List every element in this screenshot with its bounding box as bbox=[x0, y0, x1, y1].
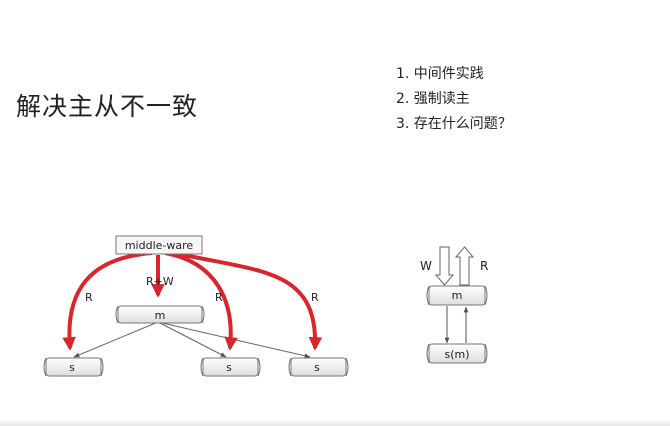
replication-line-2 bbox=[157, 321, 227, 358]
read-arrow-left bbox=[62, 251, 153, 351]
slide-title: 解决主从不一致 bbox=[16, 92, 199, 121]
middleware-label: middle-ware bbox=[125, 239, 194, 252]
footer-divider bbox=[0, 421, 670, 426]
read-arrow-right bbox=[174, 251, 323, 351]
middleware-box bbox=[115, 235, 203, 255]
read-write-label: R+W bbox=[146, 275, 174, 288]
right-slave-label: s(m) bbox=[444, 348, 469, 361]
read-label-right-diagram: R bbox=[480, 259, 488, 273]
replication-line-1 bbox=[73, 321, 159, 358]
right-slave-node: s(m) bbox=[426, 343, 488, 364]
slave-node-1: s bbox=[43, 357, 104, 377]
right-master-node: m bbox=[426, 285, 488, 306]
read-label-right: R bbox=[311, 291, 319, 304]
right-diagram: W R m s(m) bbox=[420, 246, 488, 364]
read-arrow-mid bbox=[164, 251, 238, 351]
right-master-label: m bbox=[452, 289, 463, 302]
read-label-left: R bbox=[85, 291, 93, 304]
read-label-mid: R bbox=[215, 291, 223, 304]
slave-label-1: s bbox=[69, 361, 75, 374]
slave-label-3: s bbox=[314, 361, 320, 374]
slave-label-2: s bbox=[226, 361, 232, 374]
read-arrow bbox=[454, 246, 475, 286]
replication-line-3 bbox=[157, 321, 311, 359]
solution-list: 1. 中间件实践 2. 强制读主 3. 存在什么问题？ bbox=[396, 62, 512, 137]
list-item-force-read-master: 2. 强制读主 bbox=[396, 91, 470, 107]
write-arrow bbox=[434, 246, 455, 286]
master-label: m bbox=[155, 309, 166, 322]
master-node: m bbox=[115, 305, 205, 324]
list-item-problems: 3. 存在什么问题？ bbox=[396, 116, 512, 132]
write-label: W bbox=[420, 259, 432, 273]
slave-node-3: s bbox=[288, 357, 349, 377]
slave-node-2: s bbox=[200, 357, 261, 377]
list-item-middleware: 1. 中间件实践 bbox=[396, 66, 484, 82]
left-diagram: middle-ware R R+W R R m s s bbox=[43, 235, 349, 377]
